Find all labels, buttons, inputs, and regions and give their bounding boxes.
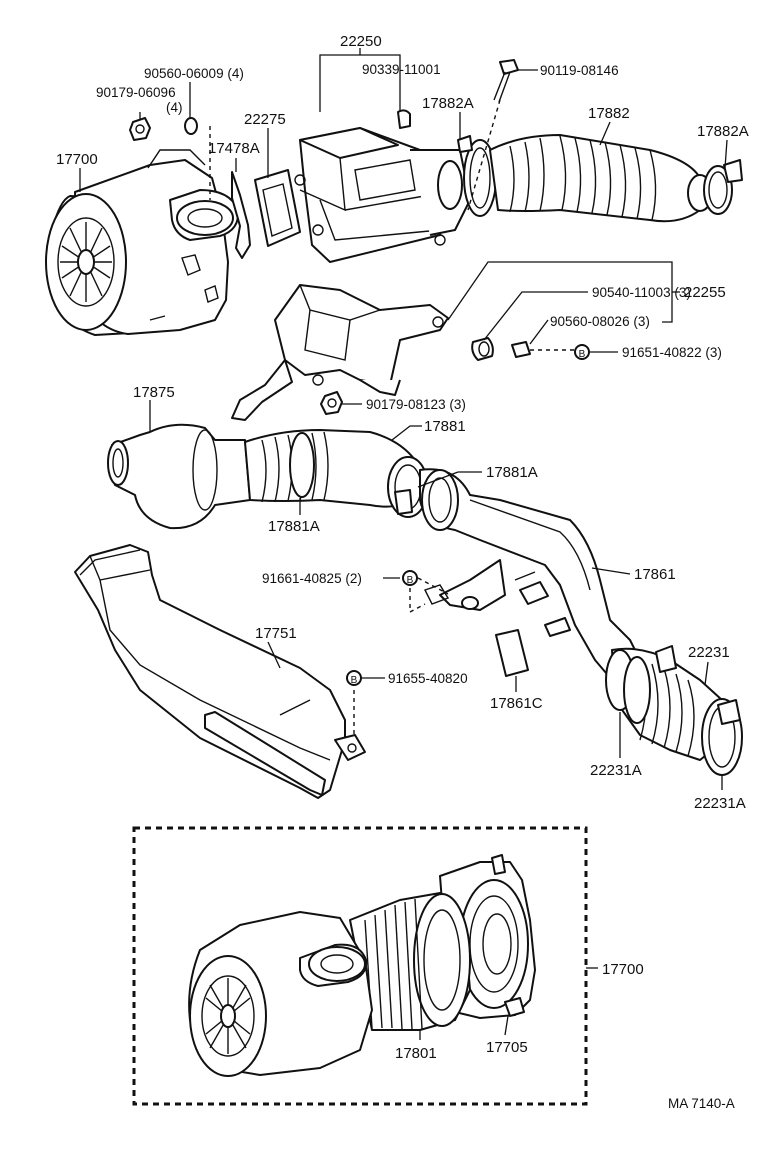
hose-clamp-17882A-right (703, 159, 743, 215)
hose-clamp-17881A-left (289, 432, 315, 498)
callout-90560-08026: 90560-08026 (3) (550, 314, 650, 329)
bolt-marker-91651: B (574, 344, 590, 360)
callout-91655-40820: 91655-40820 (388, 671, 468, 686)
callout-17882A-left: 17882A (422, 95, 474, 112)
resonator-17875 (107, 423, 251, 530)
grommet-17861C (495, 629, 529, 677)
intake-pipe-17861 (419, 468, 641, 681)
callout-17478A: 17478A (208, 140, 260, 157)
callout-90119-08146: 90119-08146 (540, 63, 619, 78)
callout-22231A-left: 22231A (590, 762, 642, 779)
gasket-22275 (254, 169, 301, 247)
callout-22275: 22275 (244, 111, 286, 128)
callout-17700-bottom: 17700 (602, 961, 644, 978)
callout-labels: 22250 90560-06009 (4) 90339-11001 90119-… (56, 33, 749, 1062)
callout-17882A-right: 17882A (697, 123, 749, 140)
bolt-marker-91661: B (402, 570, 418, 586)
hose-clamp-17881A-right (387, 456, 429, 518)
callout-90339-11001: 90339-11001 (362, 62, 441, 77)
nut-90179-06096 (129, 117, 151, 141)
bolt-marker-91655: B (346, 670, 362, 686)
air-flow-meter-22250 (294, 109, 471, 263)
callout-17875: 17875 (133, 384, 175, 401)
air-cleaner-exploded-frame (132, 826, 588, 1106)
collar-90560-08026 (511, 341, 531, 358)
diagram-code: MA 7140-A (668, 1096, 735, 1111)
callout-90560-06009: 90560-06009 (4) (144, 66, 244, 81)
callout-17861: 17861 (634, 566, 676, 583)
callout-17881: 17881 (424, 418, 466, 435)
bracket-assembly-22255 (231, 284, 449, 421)
grommet-90540-11003 (471, 337, 494, 361)
callout-17801: 17801 (395, 1045, 437, 1062)
callout-17751: 17751 (255, 625, 297, 642)
screw-90119-08146 (493, 59, 519, 103)
callout-22231A-right: 22231A (694, 795, 746, 812)
callout-17861C: 17861C (490, 695, 543, 712)
callout-91661-40825: 91661-40825 (2) (262, 571, 362, 586)
intake-hose-17882 (489, 134, 713, 223)
air-cleaner-assembly-top (45, 149, 240, 336)
svg-text:B: B (579, 349, 586, 360)
callout-90179-06096: 90179-06096 (96, 85, 176, 100)
callout-17705: 17705 (486, 1039, 528, 1056)
clamp-17478A (231, 171, 251, 259)
callout-22231: 22231 (688, 644, 730, 661)
washer-90560-06009 (184, 117, 198, 135)
callout-22250: 22250 (340, 33, 382, 50)
hose-clamp-22231A-right (701, 698, 743, 776)
callout-90179-06096-qty: (4) (166, 100, 183, 115)
callout-17881A-left: 17881A (268, 518, 320, 535)
callout-91651-40822: 91651-40822 (3) (622, 345, 722, 360)
callout-17882: 17882 (588, 105, 630, 122)
callout-22255: 22255 (684, 284, 726, 301)
air-cleaner-cap-17700 (188, 911, 373, 1077)
leader-lines (79, 48, 728, 1040)
callout-90540-11003: 90540-11003 (3) (592, 285, 691, 300)
air-filter-element-17801 (349, 892, 471, 1031)
callout-17881A-right: 17881A (486, 464, 538, 481)
nut-90179-08123 (320, 391, 343, 415)
svg-text:B: B (407, 575, 414, 586)
intake-duct-17751 (74, 544, 366, 799)
callout-17700-top: 17700 (56, 151, 98, 168)
hose-clamp-22231A-left (623, 656, 651, 724)
svg-text:B: B (351, 675, 358, 686)
callout-90179-08123: 90179-08123 (3) (366, 397, 466, 412)
